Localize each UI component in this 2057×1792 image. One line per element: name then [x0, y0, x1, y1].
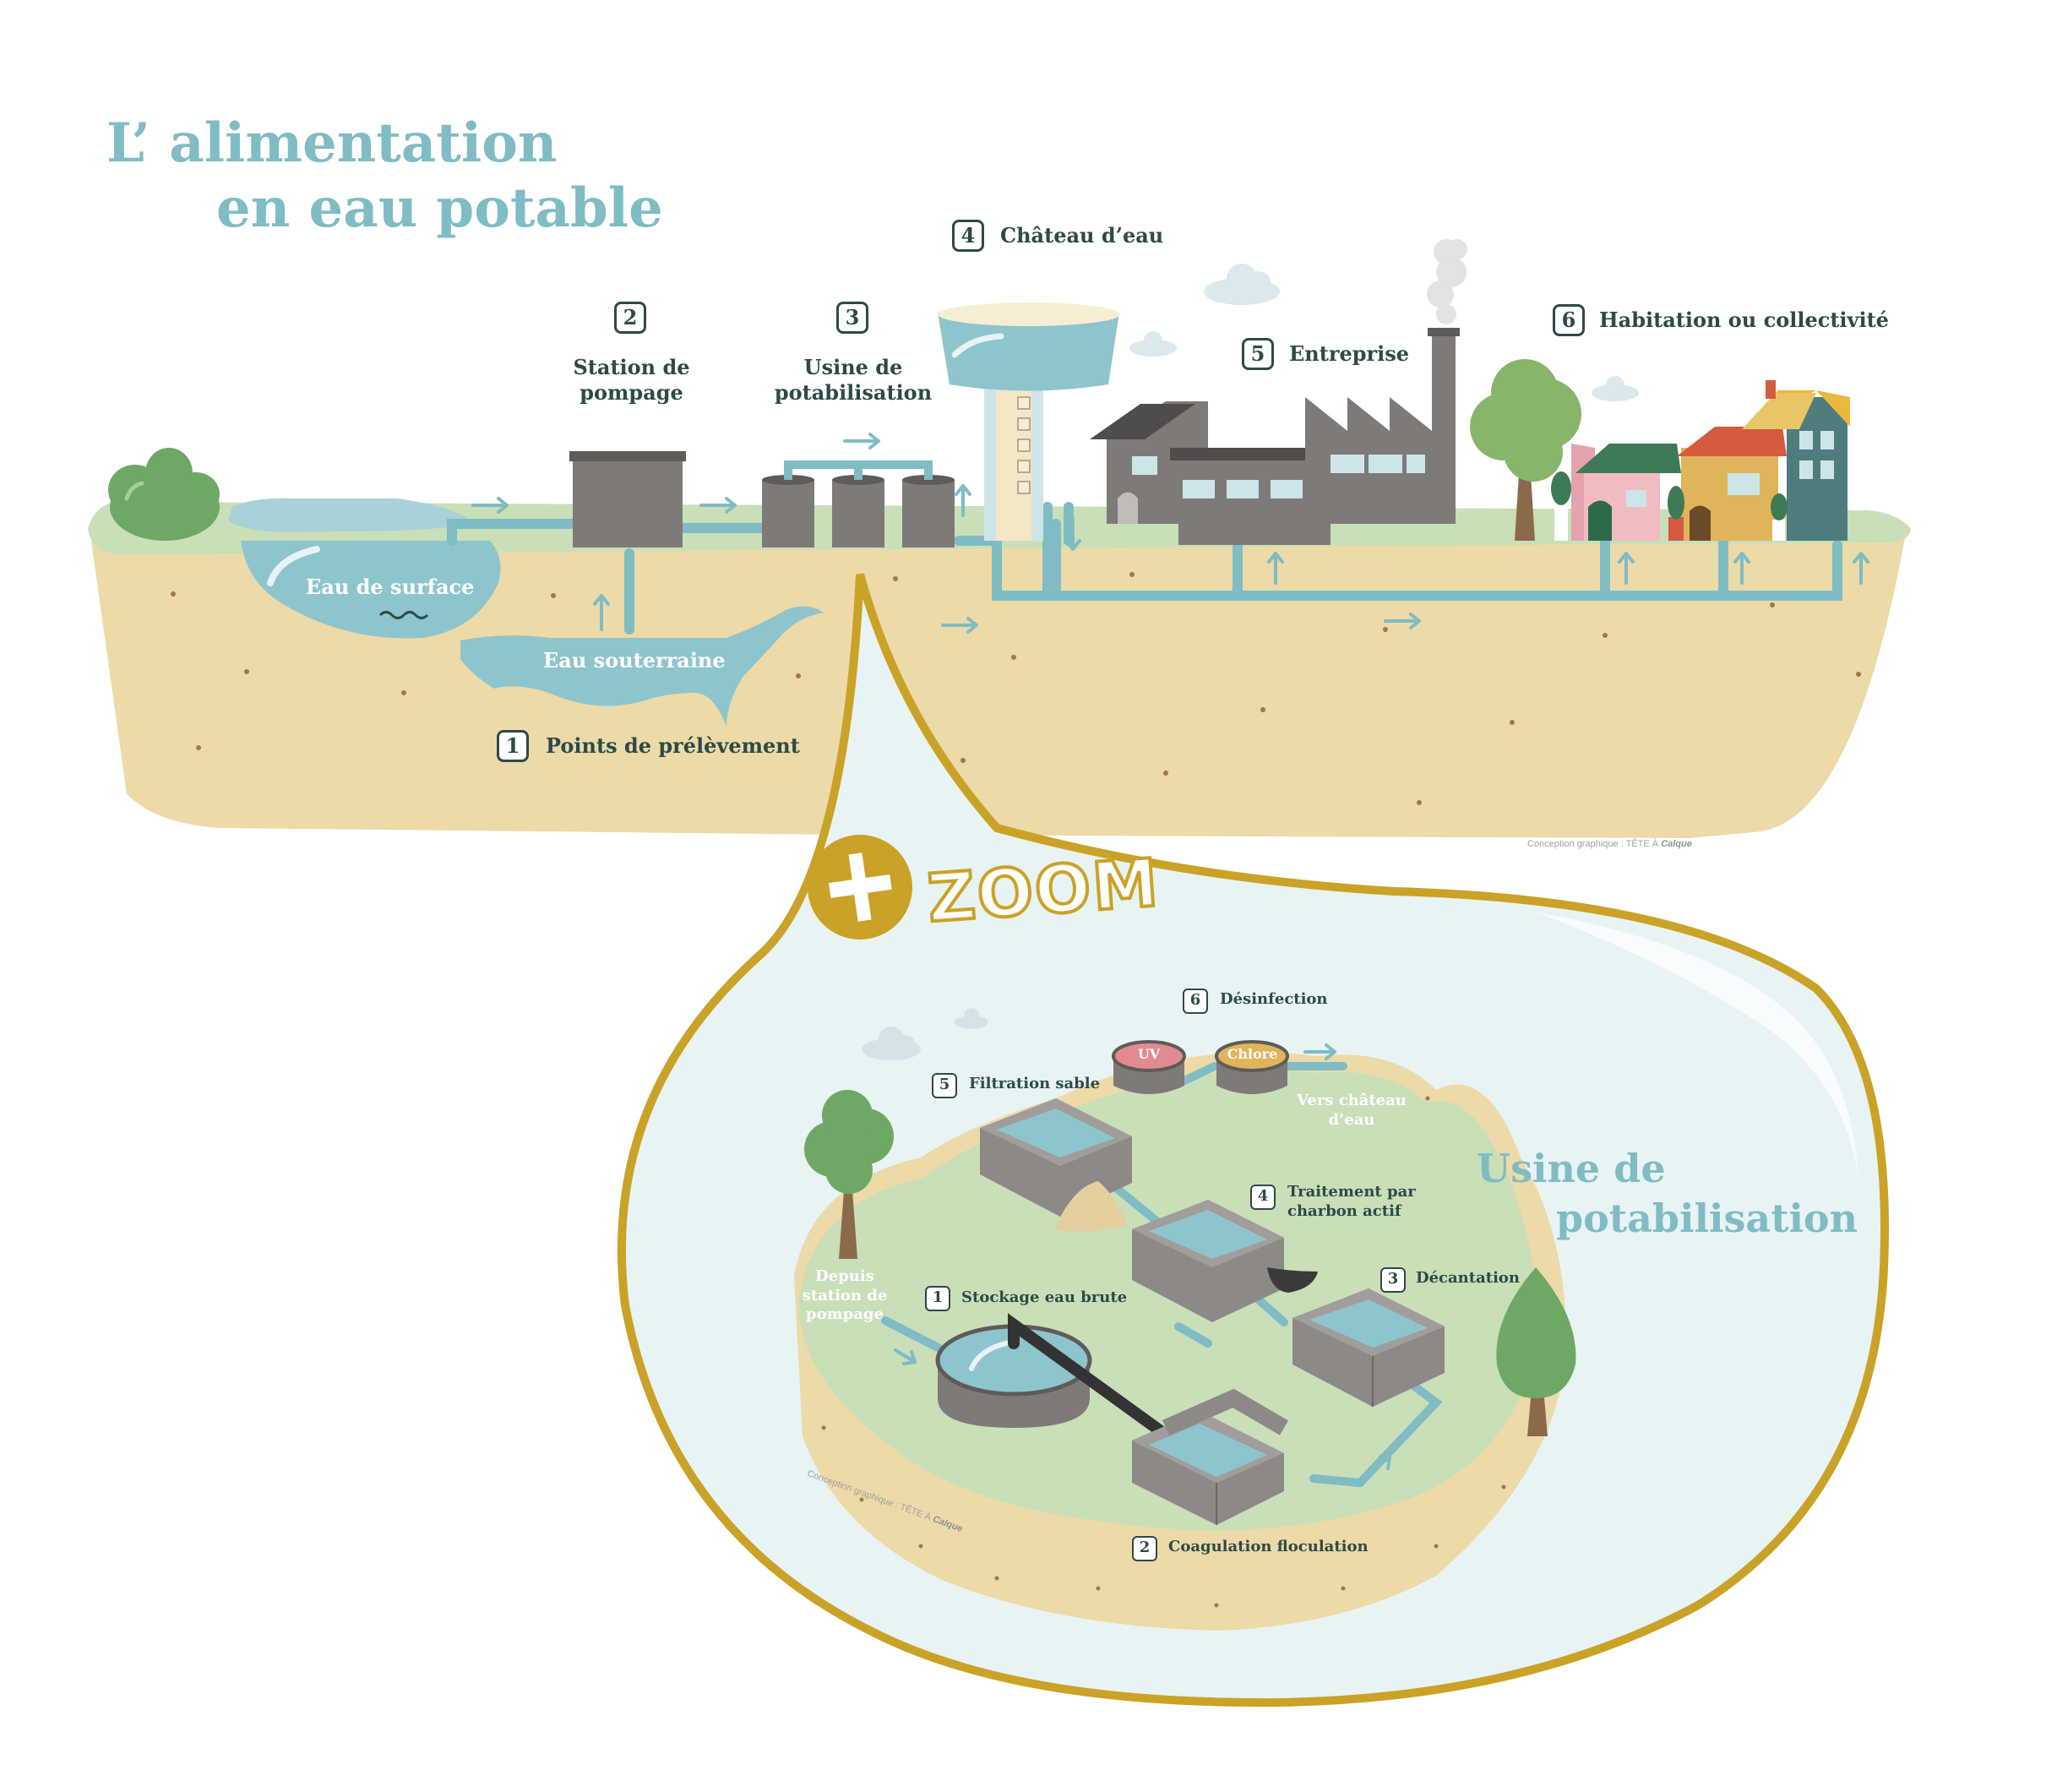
- credit-main-brand: TÊTE À: [1625, 839, 1659, 849]
- groundwater-label: Eau souterraine: [543, 648, 726, 673]
- zoom-step-6-badge: 6: [1183, 989, 1208, 1014]
- zoom-tree-right: [1496, 1267, 1576, 1436]
- decantation-basin: [1292, 1288, 1445, 1407]
- step-5-label: Entreprise: [1289, 341, 1410, 366]
- zoom-step-1-label: Stockage eau brute: [961, 1288, 1128, 1306]
- pumping-station-building: [569, 451, 686, 547]
- credit-main-brand2: Calque: [1661, 839, 1692, 849]
- charcoal-basin: [1132, 1200, 1318, 1322]
- step-1-label: Points de prélèvement: [546, 733, 800, 758]
- sand-filter: [980, 1098, 1132, 1232]
- tree: [1470, 359, 1581, 541]
- surface-water: [241, 541, 501, 639]
- pipes: [447, 502, 1842, 635]
- zoom-step-5-badge: 5: [932, 1073, 957, 1098]
- step-2-label-line1: Station de: [573, 355, 690, 379]
- step-4-badge: 4: [952, 220, 984, 252]
- zoom-arrows: [894, 1043, 1391, 1474]
- step-3-label-line2: potabilisation: [774, 380, 933, 405]
- zoom-step-4-badge: 4: [1250, 1185, 1276, 1210]
- bush: [108, 448, 220, 541]
- zoom-badge-text: ZOOM: [923, 844, 1163, 940]
- zoom-clouds: [862, 1008, 988, 1060]
- houses: [1551, 380, 1850, 541]
- step-2-label-line2: pompage: [580, 380, 683, 405]
- clouds: [1129, 264, 1639, 401]
- zoom-step-2-badge: 2: [1132, 1536, 1157, 1561]
- chlore-tank: [1215, 1040, 1289, 1094]
- chlore-label: Chlore: [1227, 1046, 1278, 1062]
- step-6-badge: 6: [1553, 304, 1585, 336]
- zoom-step-3-label: Décantation: [1416, 1269, 1520, 1287]
- groundwater: [460, 606, 824, 727]
- zoom-step-4-label-line1: Traitement par: [1287, 1183, 1416, 1201]
- flow-arrows: [471, 433, 1869, 634]
- zoom-step-1-badge: 1: [925, 1286, 950, 1311]
- factory: [1090, 239, 1467, 545]
- credit-main: Conception graphique : TÊTE À Calque: [1527, 839, 1692, 849]
- zoom-outlet-line1: Vers château: [1297, 1092, 1407, 1109]
- zoom-inlet-line1: Depuis: [815, 1267, 874, 1285]
- credit-main-prefix: Conception graphique :: [1527, 839, 1624, 849]
- zoom-step-4-label-line2: charbon actif: [1287, 1201, 1401, 1220]
- uv-label: UV: [1137, 1046, 1161, 1062]
- zoom-step-5-label: Filtration sable: [969, 1075, 1101, 1092]
- zoom-inlet-line2: station de: [802, 1286, 888, 1305]
- step-4-label: Château d’eau: [1000, 223, 1164, 248]
- zoom-tree-left: [804, 1090, 894, 1259]
- zoom-step-2-label: Coagulation floculation: [1168, 1538, 1369, 1555]
- zoom-step-3-badge: 3: [1380, 1267, 1406, 1293]
- step-3-label-line1: Usine de: [803, 355, 903, 379]
- step-5-badge: 5: [1242, 338, 1274, 370]
- ground: [91, 524, 1907, 838]
- surface-water-top: [228, 498, 473, 532]
- zoom-title-line-2: potabilisation: [1556, 1196, 1858, 1241]
- water-tower: [938, 302, 1120, 541]
- treatment-tanks: [762, 460, 955, 547]
- title-line-1: L’ alimentation: [106, 112, 558, 175]
- zoom-step-4-label: Traitement par charbon actif: [1287, 1183, 1416, 1221]
- step-3-badge: 3: [836, 302, 868, 334]
- zoom-inlet-line3: pompage: [806, 1305, 884, 1323]
- step-2-label: Station de pompage: [558, 355, 705, 406]
- plus-badge: [808, 835, 912, 940]
- zoom-step-6-label: Désinfection: [1220, 990, 1328, 1008]
- zoom-outlet-line2: d’eau: [1328, 1110, 1375, 1129]
- zoom-outlet-label: Vers château d’eau: [1292, 1092, 1411, 1130]
- soil-dots: [171, 572, 1861, 805]
- zoom-inlet-label: Depuis station de pompage: [790, 1267, 900, 1325]
- step-1-badge: 1: [497, 730, 529, 762]
- step-3-label: Usine de potabilisation: [769, 355, 938, 406]
- surface-water-label: Eau de surface: [306, 575, 475, 599]
- storage-tank: [935, 1313, 1197, 1459]
- uv-tank: [1112, 1040, 1186, 1094]
- step-2-badge: 2: [614, 302, 646, 334]
- coagulation-basin: [1132, 1388, 1289, 1525]
- step-6-label: Habitation ou collectivité: [1599, 308, 1889, 332]
- zoom-title-line-1: Usine de: [1477, 1146, 1666, 1191]
- title-line-2: en eau potable: [216, 177, 663, 240]
